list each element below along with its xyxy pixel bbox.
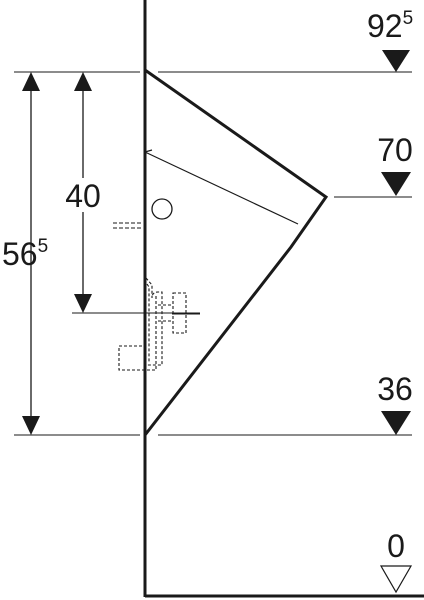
dimension-label-inner: 40 (65, 178, 101, 214)
dimension-outer-arrow-top (22, 72, 40, 91)
level-label-floor: 0 (387, 528, 405, 564)
level-label-top: 925 (367, 8, 413, 44)
dimension-inner-arrow-top (74, 72, 92, 91)
level-marker-bottom (381, 411, 411, 435)
level-marker-rim (381, 172, 411, 196)
urinal-body (143, 67, 329, 440)
level-marker-floor (379, 565, 413, 594)
dimension-inner-arrow-bottom (74, 294, 92, 313)
dimension-inner-label-bg (60, 178, 106, 212)
drain-siphon (118, 277, 187, 371)
level-label-bottom: 36 (377, 371, 413, 407)
level-marker-top (382, 50, 410, 72)
level-label-rim: 70 (377, 132, 413, 168)
urinal-inner-edge (144, 151, 299, 225)
water-inlet-circle (151, 198, 173, 220)
dimension-outer-arrow-bottom (22, 416, 40, 435)
dimension-label-outer: 565 (2, 236, 48, 272)
urinal-inner-top (144, 149, 153, 153)
